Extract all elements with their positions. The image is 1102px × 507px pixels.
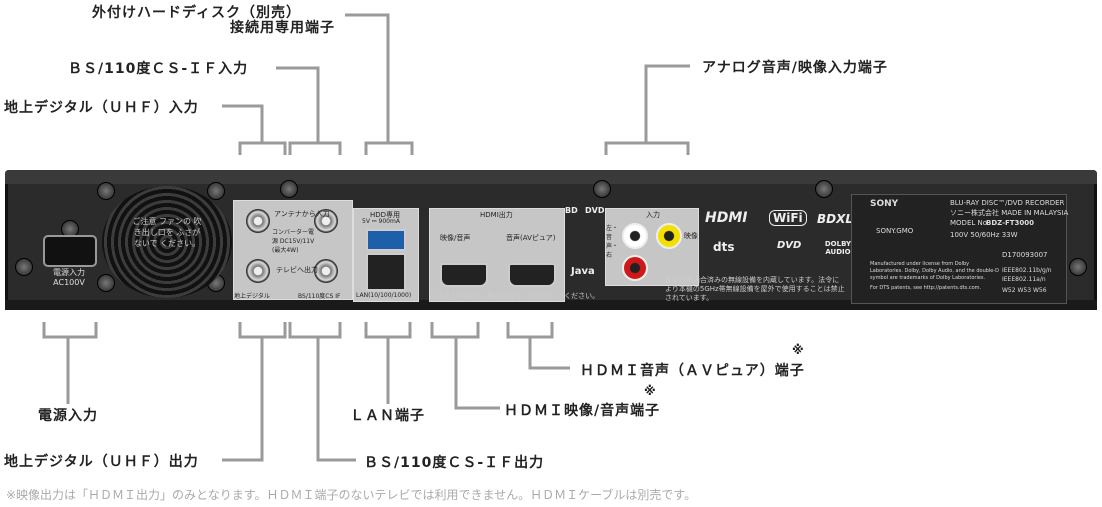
- bs-cs-label: BS/110度CS IF: [298, 291, 340, 300]
- antenna-panel: アンテナから入力 コンバーター電源 DC15V/11V (最大4W) テレビへ出…: [233, 200, 353, 300]
- lan-port[interactable]: [366, 253, 406, 291]
- footnote: ※映像出力は「ＨＤＭＩ出力」のみとなります。ＨＤＭＩ端子のないテレビでは利用でき…: [6, 486, 696, 503]
- sticker-product: BLU-RAY DISC™/DVD RECORDER: [950, 199, 1064, 207]
- sticker-dts-note: For DTS patents, see http://patents.dts.…: [870, 285, 981, 291]
- lan-caution: ご注意 LAN端子に電話回線をつながないでください。: [429, 291, 599, 301]
- hdd-lan-panel: HDD専用 5V ⎓ 900mA LAN(10/100/1000): [353, 208, 419, 302]
- java-logo: Java: [571, 266, 595, 277]
- dts-logo: dts: [713, 240, 734, 254]
- antenna-in-label: アンテナから入力: [274, 209, 330, 219]
- label-power-in: 電源入力: [38, 405, 98, 425]
- leader-hdd: [345, 15, 388, 143]
- power-rating: AC100V: [37, 278, 101, 288]
- analog-video-label: 映像: [684, 231, 698, 241]
- analog-lr-label: 左・音声・右: [606, 223, 616, 259]
- hdmi-video-audio-label: 映像/音声: [440, 233, 470, 243]
- terrestrial-in-connector[interactable]: [246, 209, 270, 233]
- sticker-model-label: MODEL No.: [950, 219, 989, 227]
- terrestrial-out-connector[interactable]: [246, 259, 270, 283]
- screw-icon: [815, 180, 833, 198]
- dolby-logo: DOLBY AUDIO: [823, 240, 853, 256]
- hdd-usb-port[interactable]: [366, 229, 406, 251]
- hdmi-title: HDMI出力: [480, 210, 513, 220]
- wifi-logo: WiFi: [769, 210, 807, 226]
- hdmi-audio-label: 音声(AVピュア): [506, 233, 555, 243]
- analog-title: 入力: [646, 210, 660, 220]
- terrestrial-label: 地上デジタル: [234, 291, 270, 300]
- sticker-power: 100V 50/60Hz 33W: [950, 231, 1018, 239]
- analog-panel: 入力 左・音声・右 映像: [605, 208, 699, 286]
- screw-icon: [15, 258, 33, 276]
- bd-label: BD: [565, 206, 578, 215]
- label-lan-port: ＬＡＮ端子: [350, 405, 425, 425]
- sticker-serial: D170093007: [1002, 251, 1047, 259]
- sticker-bands: W52 W53 W56: [1002, 287, 1047, 294]
- screw-icon: [1069, 258, 1087, 276]
- sticker-maker: ソニー株式会社 MADE IN MALAYSIA: [950, 208, 1068, 218]
- screw-icon: [207, 182, 225, 200]
- power-inlet[interactable]: [43, 235, 97, 267]
- sticker-brand: SONY: [870, 199, 898, 209]
- power-label: 電源入力: [37, 268, 101, 278]
- label-analog-in: アナログ音声/映像入力端子: [702, 57, 888, 77]
- sticker-wifi-std2: IEEE802.11a/n: [1002, 276, 1046, 283]
- cooling-fan-grille: ご注意 ファンの 吹き出し口を ふさがないで ください。: [102, 186, 232, 298]
- label-terrestrial-in: 地上デジタル（ＵＨＦ）入力: [4, 97, 199, 117]
- audio-left-jack[interactable]: [622, 223, 648, 249]
- hdmi-panel: HDMI出力 映像/音声 音声(AVピュア): [429, 208, 565, 302]
- screw-icon: [97, 182, 115, 200]
- label-hdd-port-line2: 接続用専用端子: [230, 17, 335, 37]
- lan-label: LAN(10/100/1000): [356, 292, 411, 299]
- asterisk-hdmi-audio: ※: [792, 343, 804, 357]
- tv-out-label: テレビへ出力: [276, 265, 318, 275]
- hdmi-logo: HDMI: [705, 210, 747, 226]
- power-text: 電源入力 AC100V: [37, 268, 101, 288]
- audio-right-jack[interactable]: [622, 255, 648, 281]
- video-jack[interactable]: [656, 223, 682, 249]
- dvd-label: DVD: [585, 206, 604, 215]
- label-hdmi-video-audio: ＨＤＭＩ映像/音声端子: [504, 400, 660, 420]
- recorder-rear-panel: ご注意 ファンの 吹き出し口を ふさがないで ください。 電源入力 AC100V…: [5, 170, 1097, 310]
- fan-caution-text: ご注意 ファンの 吹き出し口を ふさがないで ください。: [132, 216, 202, 249]
- wireless-note: 技術基準適合済みの無線設備を内蔵しています。法令により本機の5GHz帯無線設備を…: [665, 276, 845, 303]
- sticker-model: BDZ-FT3000: [986, 219, 1034, 227]
- label-bs-cs-if-out: ＢＳ/110度ＣＳ-ＩＦ出力: [364, 452, 544, 472]
- converter-label: コンバーター電源 DC15V/11V (最大4W): [272, 227, 316, 254]
- asterisk-hdmi-video: ※: [644, 384, 656, 398]
- label-terrestrial-out: 地上デジタル（ＵＨＦ）出力: [4, 451, 199, 471]
- sticker-wifi-std: IEEE802.11b/g/n: [1002, 267, 1052, 274]
- sticker-dolby-note: Manufactured under license from Dolby La…: [870, 261, 1000, 282]
- rating-sticker: SONY BLU-RAY DISC™/DVD RECORDER ソニー株式会社 …: [851, 194, 1067, 304]
- label-bs-cs-if-in: ＢＳ/110度ＣＳ-ＩＦ入力: [68, 58, 248, 78]
- label-hdmi-audio: ＨＤＭＩ音声（ＡＶピュア）端子: [580, 360, 805, 380]
- sticker-brand-gmo: SONY.GMO: [876, 227, 913, 235]
- dvd-logo: DVD: [777, 240, 801, 251]
- screw-icon: [593, 180, 611, 198]
- hdd-rating: 5V ⎓ 900mA: [362, 218, 400, 226]
- hdmi-video-audio-port[interactable]: [440, 263, 488, 287]
- screw-icon: [280, 180, 298, 198]
- top-rail: [5, 170, 1097, 184]
- hdmi-audio-port[interactable]: [508, 263, 556, 287]
- bdxl-logo: BDXL: [817, 212, 853, 226]
